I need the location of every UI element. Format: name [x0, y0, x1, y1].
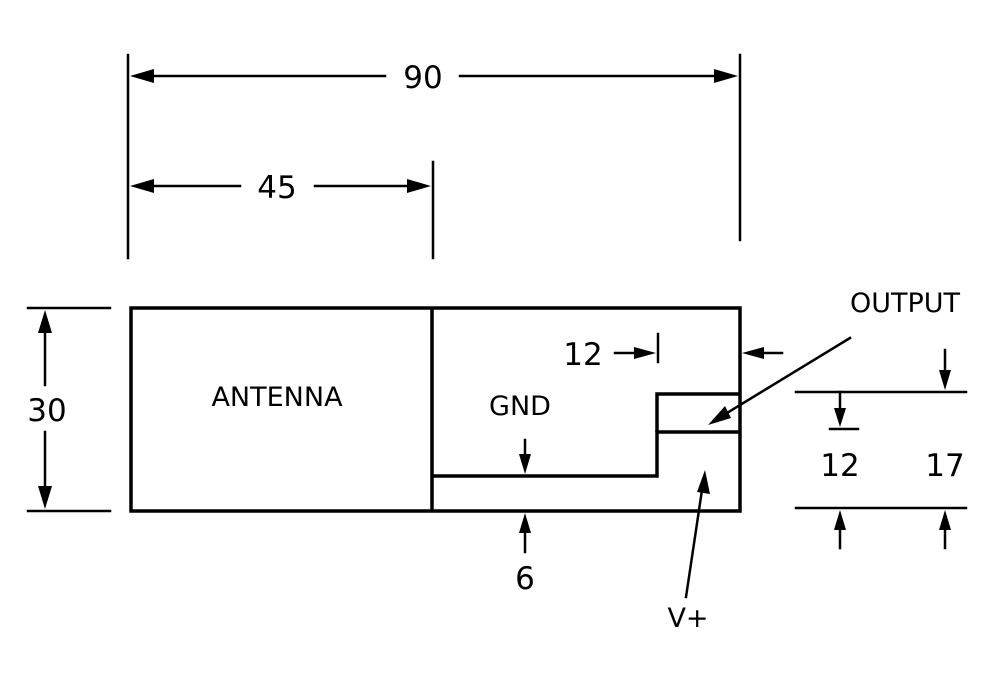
dimension-45: 45: [130, 170, 431, 206]
arrowhead-30-top: [38, 310, 52, 333]
gnd-label: GND: [489, 391, 551, 422]
gnd-arrowhead: [519, 454, 531, 474]
dimension-12-inset: 12: [563, 332, 784, 373]
antenna-label: ANTENNA: [211, 382, 343, 413]
arrowhead-6: [519, 513, 531, 533]
vplus-arrowhead: [697, 470, 710, 494]
module-outline: [129, 306, 742, 513]
gnd-trace: [432, 430, 740, 478]
vplus-label: V+: [667, 603, 708, 634]
arrowhead-12-bottom: [834, 510, 846, 530]
arrowhead-90-right: [714, 69, 738, 83]
arrowhead-45-right: [407, 179, 431, 193]
arrowhead-90-left: [130, 69, 154, 83]
dimension-right-group: 12 17: [794, 348, 968, 550]
dimension-17-text: 17: [925, 448, 964, 484]
arrowhead-45-left: [130, 179, 154, 193]
dimension-6: 6: [515, 513, 535, 597]
arrowhead-17-bottom: [939, 510, 951, 530]
arrowhead-12-top: [834, 408, 846, 427]
dimension-45-text: 45: [257, 170, 296, 206]
dimension-30: 30: [26, 306, 112, 513]
arrowhead-17-top: [939, 370, 951, 390]
vplus-leader-line: [684, 488, 704, 599]
dimension-30-text: 30: [27, 393, 66, 429]
output-pad: [655, 392, 740, 432]
output-leader-line: [720, 336, 852, 418]
output-label: OUTPUT: [850, 288, 961, 319]
arrowhead-12-inset-right: [742, 347, 764, 359]
arrowhead-12-inset-left: [634, 347, 656, 359]
dimension-6-text: 6: [515, 561, 535, 597]
arrowhead-30-bottom: [38, 486, 52, 509]
dimension-12-inset-text: 12: [563, 337, 602, 373]
dimension-12-text: 12: [820, 448, 859, 484]
output-arrowhead: [708, 406, 731, 425]
dimension-90-text: 90: [403, 60, 442, 96]
dimension-90: 90: [130, 60, 738, 96]
